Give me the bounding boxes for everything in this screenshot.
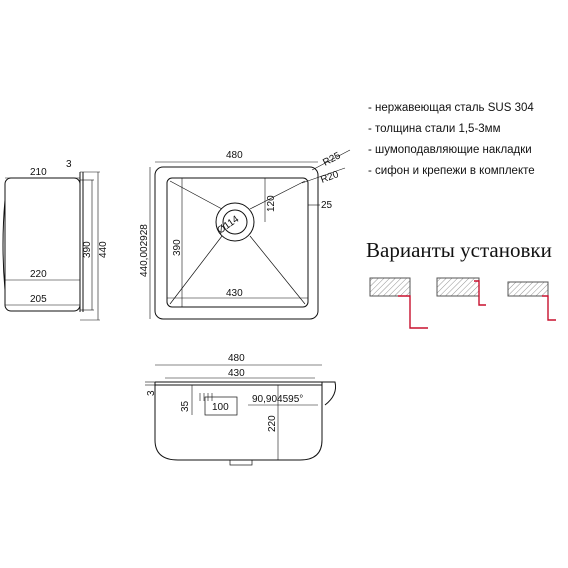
dim-side-outer-height: 440 — [98, 241, 109, 258]
slope-line — [249, 235, 306, 305]
spec-item-thickness: толщина стали 1,5-3мм — [368, 119, 535, 140]
installation-title: Варианты установки — [366, 238, 552, 262]
spec-item-noise-pads: шумоподавляющие накладки — [368, 140, 535, 161]
top-view — [149, 149, 351, 320]
side-view-bowl-outline — [4, 177, 81, 312]
dim-side-bottom-inner: 220 — [30, 269, 47, 280]
dim-top-flange: 25 — [321, 200, 333, 211]
dim-front-depth: 220 — [267, 415, 278, 432]
drain-outlet — [229, 459, 253, 466]
dim-front-angle: 90,904595° — [252, 394, 303, 405]
dim-side-inner-height: 390 — [82, 241, 93, 258]
drain-outer-circle — [215, 202, 255, 242]
dim-top-radius-outer: R25 — [321, 150, 343, 169]
radius-leader — [301, 167, 346, 184]
side-view-inner-curve — [2, 199, 6, 291]
dim-front-overflow-height: 35 — [180, 400, 191, 412]
dim-top-drain-diameter: Ø114 — [215, 214, 241, 237]
top-view-outer-rim — [154, 166, 319, 320]
sink-profile-line — [542, 295, 556, 321]
dim-top-width: 480 — [226, 150, 243, 161]
dim-front-thickness: 3 — [146, 390, 157, 396]
dim-top-radius-inner: R20 — [319, 169, 340, 186]
dim-side-thickness: 3 — [66, 159, 72, 170]
dim-top-inner-depth: 390 — [172, 239, 183, 256]
dim-front-inner-width: 430 — [228, 368, 245, 379]
front-view-lip — [322, 381, 336, 406]
sink-profile-line — [474, 280, 486, 306]
countertop-block — [436, 277, 480, 297]
flush-mount-variant — [436, 277, 486, 306]
countertop-block — [369, 277, 411, 297]
dim-front-width: 480 — [228, 353, 245, 364]
dimension-labels: 210 3 220 205 390 440 480 430 R25 R20 25… — [30, 150, 343, 432]
top-view-inner-bowl — [166, 177, 309, 308]
dim-top-drain-offset: 120 — [266, 195, 277, 212]
front-view — [145, 364, 336, 466]
drain-inner-circle — [222, 209, 248, 235]
dim-side-top: 210 — [30, 167, 47, 178]
dim-top-outer-depth: 440,002928 — [139, 224, 150, 277]
overmount-variant — [369, 277, 428, 329]
radius-leader — [311, 149, 351, 171]
spec-item-material: нержавеющая сталь SUS 304 — [368, 98, 535, 119]
spec-item-siphon: сифон и крепежи в комплекте — [368, 161, 535, 182]
sink-profile-line — [398, 295, 428, 329]
slope-line — [169, 235, 223, 305]
overflow-outline — [204, 396, 238, 416]
slope-line — [169, 180, 223, 210]
side-view — [2, 171, 100, 321]
slope-line — [249, 180, 306, 210]
countertop-block — [507, 281, 549, 297]
spec-list: нержавеющая сталь SUS 304 толщина стали … — [368, 98, 535, 182]
installation-variants — [369, 277, 556, 329]
dim-front-overflow-width: 100 — [212, 402, 229, 413]
undermount-variant — [507, 281, 556, 321]
dim-side-bottom-outer: 205 — [30, 294, 47, 305]
dim-top-inner-width: 430 — [226, 288, 243, 299]
